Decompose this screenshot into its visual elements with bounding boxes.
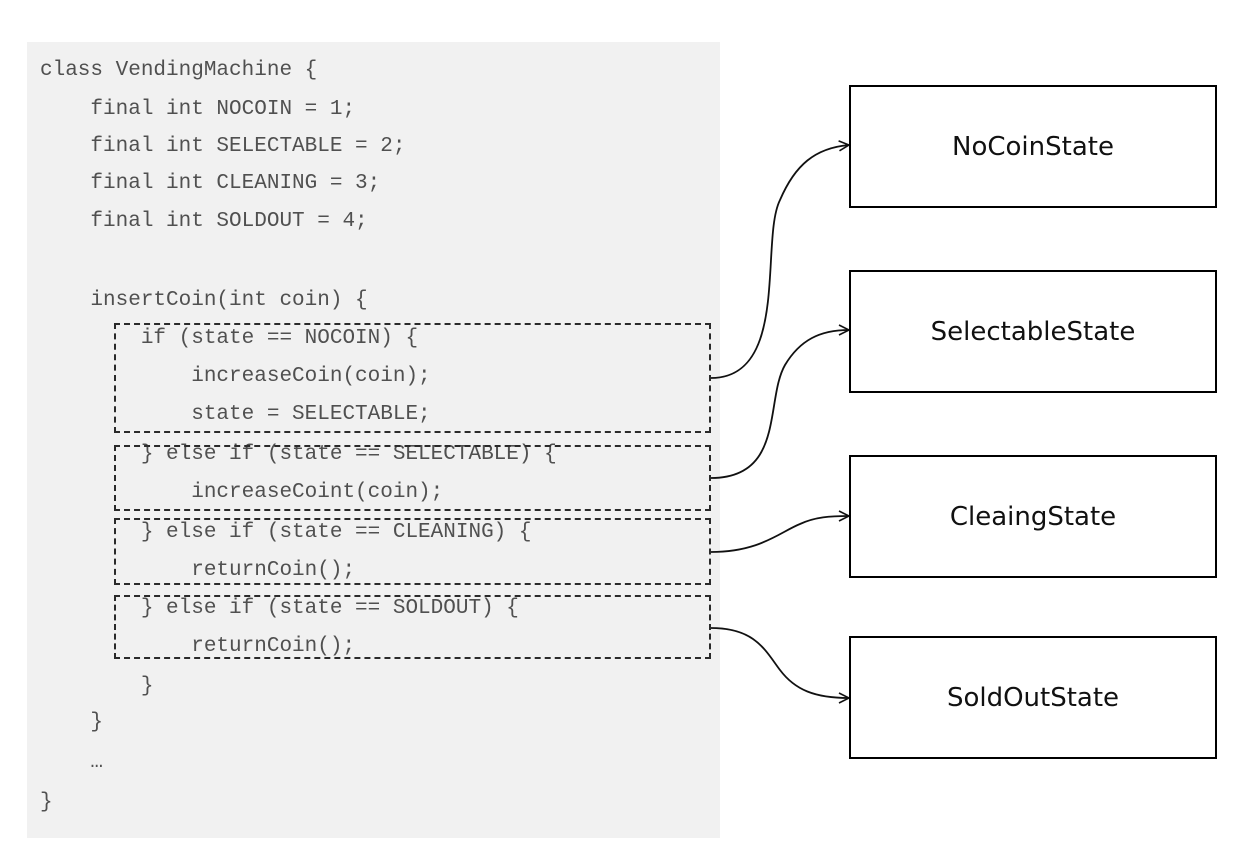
state-label: SelectableState — [930, 316, 1136, 347]
arrow-cleaning — [710, 516, 849, 553]
code-line: } — [40, 791, 53, 814]
code-line: class VendingMachine { — [40, 59, 318, 82]
code-line: } else if (state == SELECTABLE) { — [40, 443, 557, 466]
arrow-nocoin — [710, 145, 849, 379]
state-box-nocoin: NoCoinState — [849, 85, 1217, 208]
code-line: } else if (state == SOLDOUT) { — [40, 597, 519, 620]
code-line: increaseCoin(coin); — [40, 365, 431, 388]
state-label: CleaingState — [949, 501, 1117, 532]
code-line: final int SELECTABLE = 2; — [40, 135, 406, 158]
code-line: returnCoin(); — [40, 635, 356, 658]
code-line: … — [40, 751, 104, 774]
arrow-soldout — [710, 627, 849, 698]
code-line: final int NOCOIN = 1; — [40, 98, 356, 121]
state-box-cleaning: CleaingState — [849, 455, 1217, 578]
cleaning-branch-box — [114, 518, 711, 585]
code-line: final int CLEANING = 3; — [40, 172, 381, 195]
code-panel — [27, 42, 720, 838]
code-line: increaseCoint(coin); — [40, 481, 444, 504]
code-line: insertCoin(int coin) { — [40, 289, 368, 312]
nocoin-branch-box — [114, 323, 711, 433]
code-line: } — [40, 675, 154, 698]
code-line: } — [40, 711, 104, 734]
state-label: NoCoinState — [952, 131, 1114, 162]
state-box-soldout: SoldOutState — [849, 636, 1217, 759]
state-box-selectable: SelectableState — [849, 270, 1217, 393]
selectable-branch-box — [114, 445, 711, 511]
code-line: state = SELECTABLE; — [40, 403, 431, 426]
state-label: SoldOutState — [946, 682, 1120, 713]
code-line: } else if (state == CLEANING) { — [40, 521, 532, 544]
arrow-selectable — [710, 330, 849, 479]
code-line: returnCoin(); — [40, 559, 356, 582]
soldout-branch-box — [114, 595, 711, 659]
code-line: final int SOLDOUT = 4; — [40, 210, 368, 233]
code-line: if (state == NOCOIN) { — [40, 327, 419, 350]
